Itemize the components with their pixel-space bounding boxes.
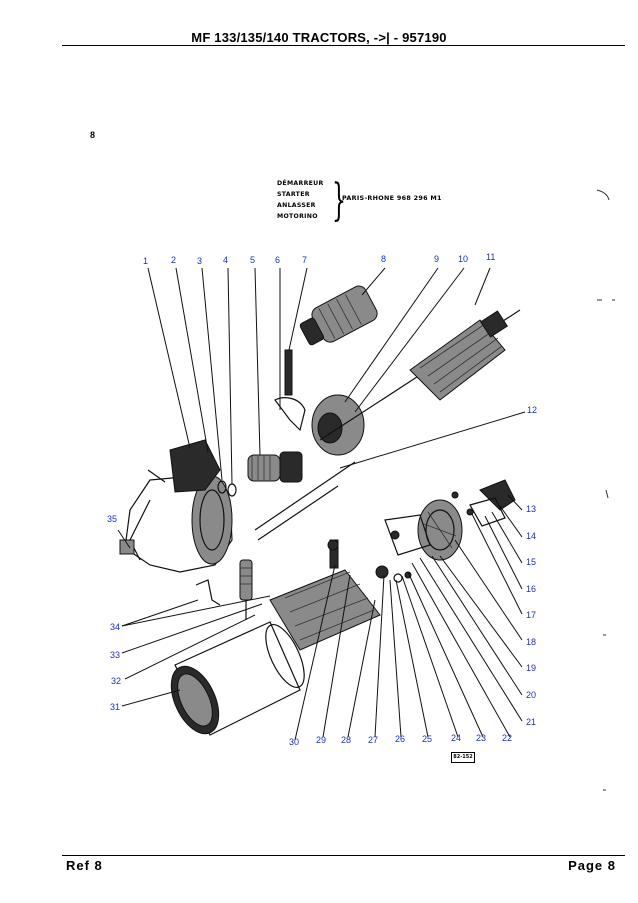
callout-5: 5 (250, 255, 255, 265)
callout-34: 34 (110, 622, 120, 632)
leader-lines (117, 267, 526, 741)
callout-28: 28 (341, 735, 351, 745)
thru-bolt-b (257, 485, 339, 541)
caption-brace: } (332, 175, 346, 226)
yoke-tube (170, 621, 305, 736)
thru-bolt-a (254, 461, 356, 531)
callout-25: 25 (422, 734, 432, 744)
callout-26: 26 (395, 734, 405, 744)
callout-8: 8 (381, 254, 386, 264)
caption-line-de: ANLASSER (277, 202, 316, 209)
caption-languages: DÉMARREUR STARTER ANLASSER MOTORINO (277, 178, 324, 222)
caption-line-it: MOTORINO (277, 213, 318, 220)
callout-31: 31 (110, 702, 120, 712)
pinion-assembly (247, 451, 303, 483)
drive-end-housing (119, 439, 233, 573)
callout-7: 7 (302, 255, 307, 265)
callout-27: 27 (368, 735, 378, 745)
callout-19: 19 (526, 663, 536, 673)
callout-3: 3 (197, 256, 202, 266)
ring-part-4 (227, 483, 237, 497)
callout-1: 1 (143, 256, 148, 266)
callout-24: 24 (451, 733, 461, 743)
callout-16: 16 (526, 584, 536, 594)
ring-part-3 (217, 480, 227, 494)
callout-30: 30 (289, 737, 299, 747)
intermediate-plate (311, 394, 365, 456)
solenoid (299, 285, 378, 346)
callout-23: 23 (476, 733, 486, 743)
caption-model: PARIS-RHONE 968 296 M1 (342, 194, 442, 202)
callout-33: 33 (110, 650, 120, 660)
callout-15: 15 (526, 557, 536, 567)
armature (319, 309, 521, 441)
callout-4: 4 (223, 255, 228, 265)
footer-page: Page 8 (568, 858, 616, 873)
caption-line-fr: DÉMARREUR (277, 180, 324, 187)
callout-9: 9 (434, 254, 439, 264)
header-rule (62, 45, 625, 46)
callout-12: 12 (527, 405, 537, 415)
page-number-mark: 8 (90, 130, 96, 140)
callout-32: 32 (111, 676, 121, 686)
page-title: MF 133/135/140 TRACTORS, ->| - 957190 (191, 30, 447, 45)
callout-20: 20 (526, 690, 536, 700)
callout-18: 18 (526, 637, 536, 647)
caption-line-en: STARTER (277, 191, 310, 198)
callout-14: 14 (526, 531, 536, 541)
callout-29: 29 (316, 735, 326, 745)
commutator-end-plate (417, 479, 516, 561)
callout-2: 2 (171, 255, 176, 265)
footer-rule (62, 855, 625, 856)
callout-11: 11 (486, 252, 495, 262)
scan-marks (596, 189, 615, 791)
callout-10: 10 (458, 254, 468, 264)
support-bracket (195, 579, 221, 606)
callout-13: 13 (526, 504, 536, 514)
footer-ref: Ref 8 (66, 858, 103, 873)
callout-22: 22 (502, 733, 512, 743)
callout-21: 21 (526, 717, 536, 727)
callout-17: 17 (526, 610, 536, 620)
figure-reference-box: 82-152 (451, 752, 475, 763)
callout-6: 6 (275, 255, 280, 265)
callout-35: 35 (107, 514, 117, 524)
brush-spring-stack (239, 559, 253, 620)
shift-lever (284, 349, 293, 396)
